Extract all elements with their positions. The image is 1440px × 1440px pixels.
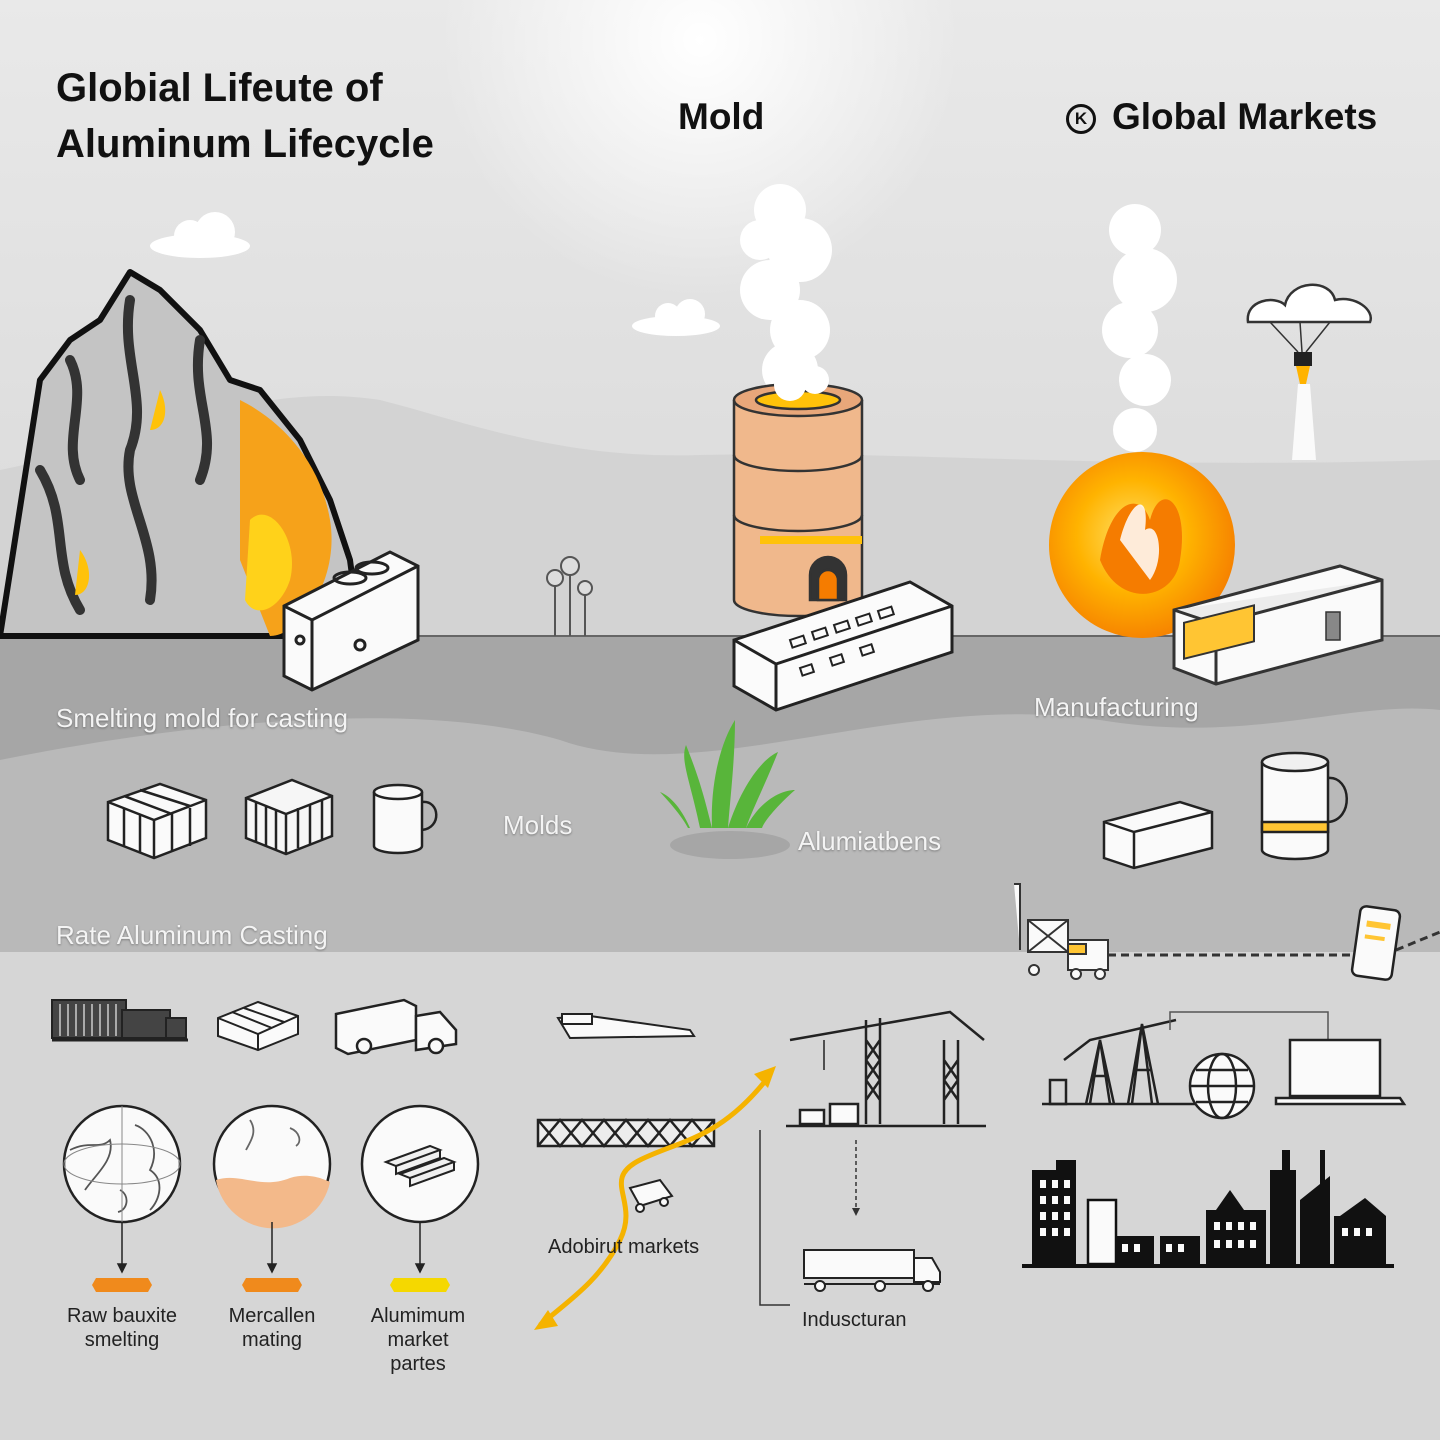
- step-label-line: Raw bauxite: [66, 1305, 178, 1327]
- laptop-icon: [1274, 1038, 1407, 1106]
- dashed-connector: [1395, 930, 1440, 952]
- delivery-truck-icon: [1014, 883, 1109, 980]
- power-tower-icon: [1042, 1018, 1206, 1106]
- smoke-puff: [774, 366, 829, 401]
- step-label-line: partes: [390, 1353, 446, 1375]
- step-label-raw-bauxite: Raw bauxite smelting: [52, 1304, 192, 1352]
- arrow-head-icon: [754, 1066, 776, 1088]
- sky-glow: [440, 0, 960, 300]
- title-line-2: Aluminum Lifecycle: [56, 122, 434, 166]
- step-label-line: market: [387, 1329, 449, 1351]
- casting-mold-box-icon: [282, 550, 420, 692]
- smoke-plume: [1102, 204, 1177, 452]
- smelting-label: Smelting mold for casting: [56, 703, 348, 733]
- step-label-line: Alumimum: [370, 1305, 466, 1327]
- arrow-head-icon: [534, 1310, 558, 1330]
- furnace-icon: [732, 382, 864, 618]
- mold-block-icon: [732, 580, 954, 712]
- metal-block-icon: [1102, 800, 1214, 870]
- semi-truck-icon: [803, 1249, 941, 1292]
- aluminum-can-icon: [1260, 751, 1348, 861]
- molten-metal-fireball-icon: [1049, 452, 1235, 638]
- pallet-stack-icon: [217, 1000, 299, 1052]
- cloud-balloon-icon: [1246, 283, 1372, 460]
- globe-circle-icon: [62, 1104, 182, 1224]
- aluminum-bars-circle-icon: [360, 1104, 480, 1224]
- connector-line: [1169, 1011, 1329, 1040]
- city-skyline-icon: [1022, 1150, 1394, 1268]
- ship-icon: [556, 1013, 696, 1040]
- alumiatbens-label: Alumiatbens: [798, 826, 942, 856]
- step-label-line: Mercallen: [228, 1305, 316, 1327]
- page-title: Globial Lifeute of Aluminum Lifecycle: [56, 60, 434, 172]
- globe-badge-icon: K: [1066, 104, 1096, 134]
- connector-line: [759, 1130, 790, 1306]
- crate-icon: [244, 778, 334, 856]
- global-markets-heading: Global Markets: [1112, 96, 1378, 137]
- mold-heading: Mold: [678, 96, 765, 137]
- molds-label: Molds: [503, 810, 573, 840]
- forklift-icon: [628, 1178, 674, 1213]
- ground-bottom-band: [0, 952, 1440, 1440]
- cloud-icon: [632, 299, 720, 336]
- adobirut-markets-label: Adobirut markets: [548, 1236, 700, 1258]
- step-label-aluminum-market: Alumimum market partes: [348, 1304, 488, 1376]
- step-label-line: mating: [241, 1329, 303, 1351]
- manufacturing-machine-icon: [1172, 564, 1384, 686]
- cloud-icon: [150, 212, 250, 258]
- grass-icon: [660, 720, 795, 828]
- bauxite-mountain-icon: [0, 269, 363, 639]
- step-markers: [92, 1278, 450, 1292]
- freight-train-icon: [51, 999, 188, 1042]
- smoke-plume: [740, 184, 832, 398]
- port-crane-icon: [786, 1010, 986, 1128]
- down-arrow: [852, 1208, 860, 1216]
- grass-shadow: [670, 831, 790, 859]
- step-label-line: smelting: [84, 1329, 160, 1351]
- mug-icon: [372, 783, 438, 855]
- globe-icon: [1188, 1052, 1256, 1120]
- step-label-mercallen: Mercallen mating: [202, 1304, 342, 1352]
- inducturan-label: Induscturan: [802, 1309, 907, 1331]
- title-line-1: Globial Lifeute of: [56, 66, 383, 110]
- box-truck-icon: [334, 998, 458, 1056]
- casting-label: Rate Aluminum Casting: [56, 920, 328, 950]
- ingot-stack-icon: [106, 782, 208, 860]
- manufacturing-label: Manufacturing: [1034, 692, 1199, 722]
- down-arrow: [116, 1222, 426, 1274]
- flow-arrow: [538, 1073, 772, 1327]
- smartphone-icon: [1350, 905, 1402, 981]
- ore-circle-icon: [212, 1104, 332, 1229]
- sapling-icon: [546, 556, 593, 636]
